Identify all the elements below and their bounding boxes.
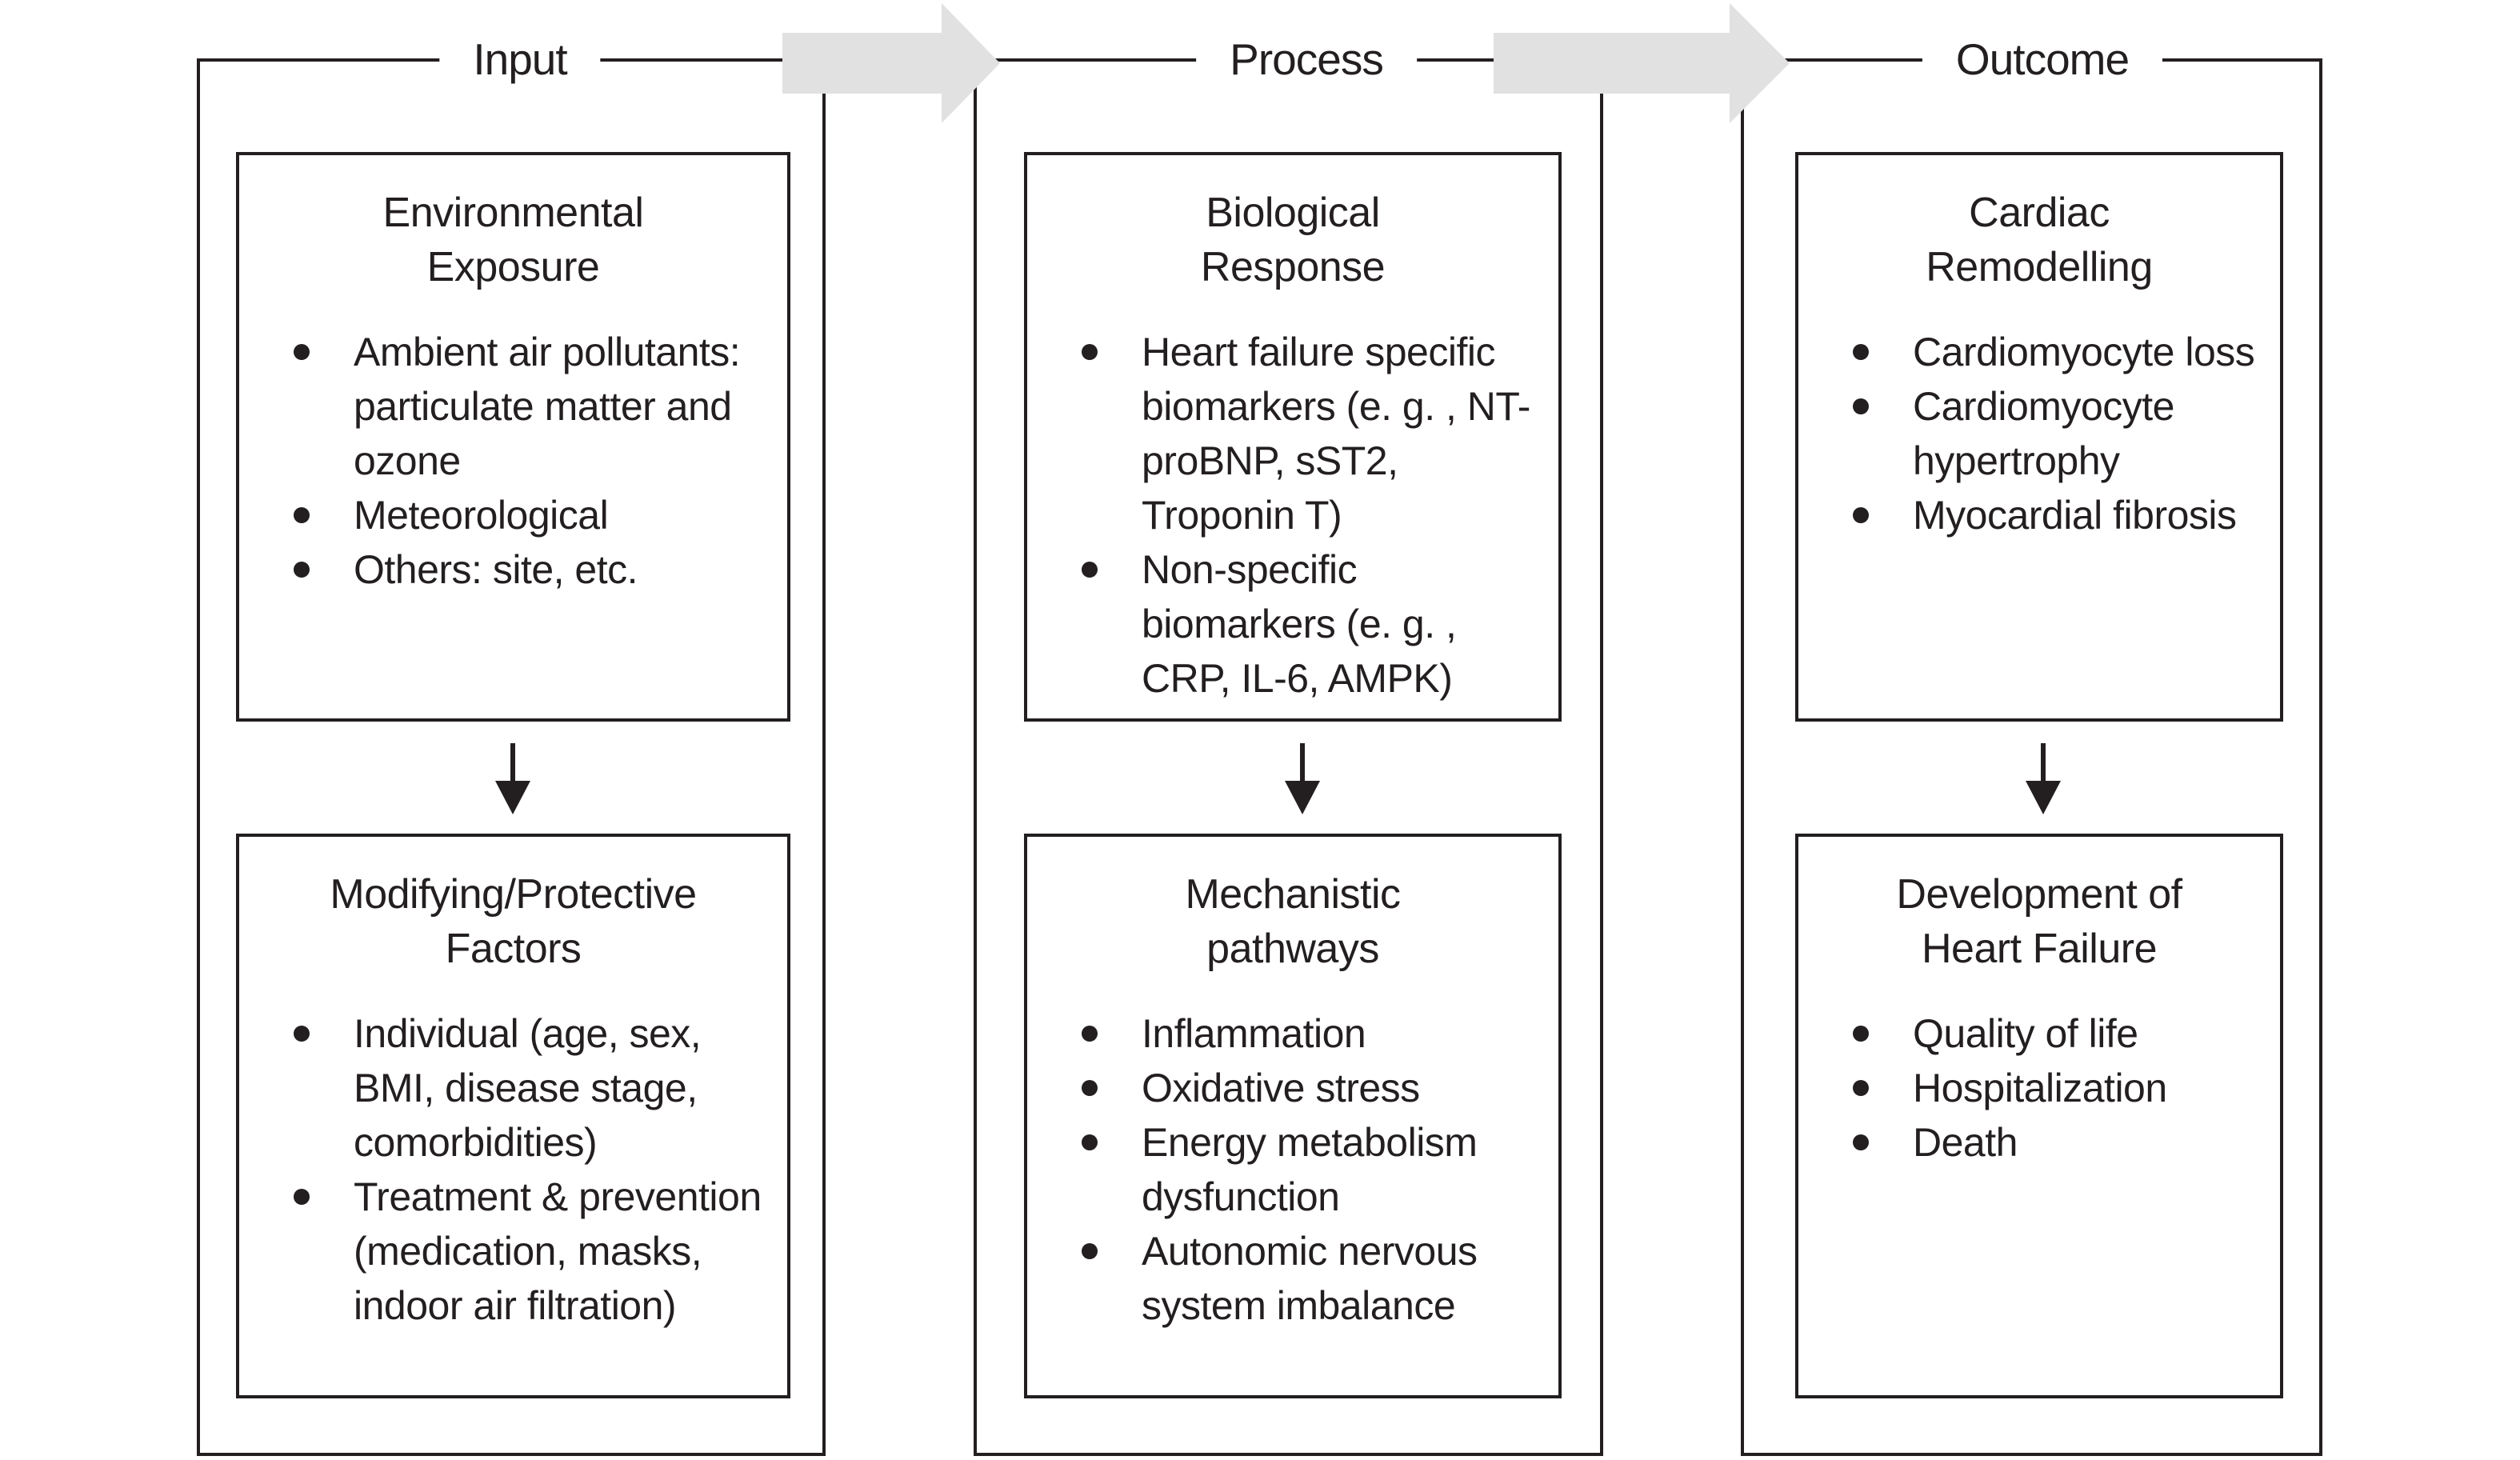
bullet-dot-icon [294,507,310,523]
bullet-text: Individual (age, sex, BMI, disease stage… [354,1011,702,1165]
bullet-text: Treatment & prevention (medication, mask… [354,1174,762,1328]
bullet-dot-icon [1082,1080,1098,1096]
bullet-item: Cardiomyocyte loss [1798,325,2280,379]
bullet-text: Energy metabolism dysfunction [1142,1120,1478,1219]
down-arrow-icon [495,743,530,814]
bullet-item: Cardiomyocyte hypertrophy [1798,379,2280,488]
bullet-text: Non-specific biomarkers (e. g. , CRP, IL… [1142,547,1457,701]
bullet-text: Quality of life [1913,1011,2138,1056]
box-title-line: Heart Failure [1921,926,2158,972]
down-arrow-head [2026,781,2061,814]
down-arrow-icon [2026,743,2061,814]
bullet-dot-icon [294,1189,310,1205]
bullet-list: Heart failure specific biomarkers (e. g.… [1027,325,1558,706]
bullet-text: Heart failure specific biomarkers (e. g.… [1142,330,1530,538]
bullet-dot-icon [1853,1080,1869,1096]
box-title-line: Development of [1896,871,2182,918]
bullet-text: Inflammation [1142,1011,1366,1056]
bullet-item: Quality of life [1798,1006,2280,1061]
box-title-line: Response [1200,244,1386,290]
bullet-text: Ambient air pollutants: particulate matt… [354,330,741,483]
bullet-item: Hospitalization [1798,1061,2280,1115]
box-title-line: pathways [1206,926,1379,972]
box-title: Development of Heart Failure [1798,867,2280,976]
bullet-text: Death [1913,1120,2018,1165]
bullet-text: Others: site, etc. [354,547,638,592]
bullet-text: Meteorological [354,493,609,538]
down-arrow-head [495,781,530,814]
bullet-dot-icon [1853,1134,1869,1150]
column-header-outcome: Outcome [1922,30,2163,88]
bullet-dot-icon [1853,344,1869,360]
bullet-item: Individual (age, sex, BMI, disease stage… [239,1006,787,1170]
bullet-dot-icon [294,1026,310,1042]
bullet-item: Autonomic nervous system imbalance [1027,1224,1558,1333]
bullet-item: Ambient air pollutants: particulate matt… [239,325,787,488]
bullet-text: Oxidative stress [1142,1066,1420,1110]
bullet-dot-icon [1082,1026,1098,1042]
box-title-line: Cardiac [1969,190,2110,236]
bullet-item: Treatment & prevention (medication, mask… [239,1170,787,1333]
bullet-item: Heart failure specific biomarkers (e. g.… [1027,325,1558,542]
bullet-list: Ambient air pollutants: particulate matt… [239,325,787,597]
bullet-text: Hospitalization [1913,1066,2167,1110]
box-title-line: Mechanistic [1185,871,1401,918]
bullet-text: Autonomic nervous system imbalance [1142,1229,1478,1328]
bullet-item: Non-specific biomarkers (e. g. , CRP, IL… [1027,542,1558,706]
box-title-line: Modifying/Protective [330,871,697,918]
bullet-item: Energy metabolism dysfunction [1027,1115,1558,1224]
bullet-item: Inflammation [1027,1006,1558,1061]
development-of-heart-failure-box: Development of Heart Failure Quality of l… [1795,834,2283,1398]
bullet-text: Cardiomyocyte loss [1913,330,2255,374]
box-title-line: Environmental [382,190,644,236]
bullet-text: Cardiomyocyte hypertrophy [1913,384,2174,483]
bullet-dot-icon [1082,1134,1098,1150]
bullet-item: Death [1798,1115,2280,1170]
bullet-text: Myocardial fibrosis [1913,493,2237,538]
box-title-line: Factors [445,926,582,972]
down-arrow-stem [1300,743,1305,781]
box-title-line: Exposure [426,244,600,290]
bullet-dot-icon [1082,344,1098,360]
bullet-item: Myocardial fibrosis [1798,488,2280,542]
bullet-dot-icon [1853,507,1869,523]
bullet-dot-icon [1853,398,1869,414]
bullet-list: Individual (age, sex, BMI, disease stage… [239,1006,787,1333]
bullet-item: Oxidative stress [1027,1061,1558,1115]
box-title-line: Remodelling [1926,244,2153,290]
bullet-item: Meteorological [239,488,787,542]
column-header-process: Process [1196,30,1417,88]
bullet-dot-icon [294,562,310,578]
box-title-line: Biological [1206,190,1380,236]
bullet-item: Others: site, etc. [239,542,787,597]
bullet-dot-icon [1082,562,1098,578]
bullet-dot-icon [294,344,310,360]
box-title: Mechanistic pathways [1027,867,1558,976]
bullet-dot-icon [1082,1243,1098,1259]
down-arrow-head [1285,781,1320,814]
down-arrow-stem [2041,743,2046,781]
bullet-dot-icon [1853,1026,1869,1042]
down-arrow-icon [1285,743,1320,814]
down-arrow-stem [510,743,515,781]
column-header-input: Input [439,30,601,88]
